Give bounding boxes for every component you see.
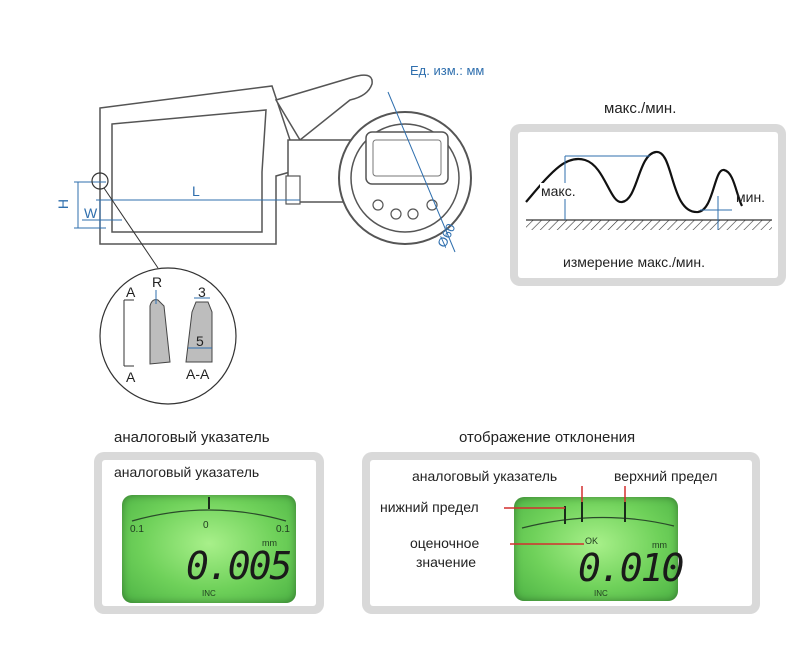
detail-circle bbox=[99, 267, 237, 405]
dial-display bbox=[365, 131, 449, 185]
deviation-upper-label: верхний предел bbox=[614, 468, 718, 484]
analog-unit: mm bbox=[262, 538, 277, 548]
deviation-unit: mm bbox=[652, 540, 667, 550]
maxmin-max-label: макс. bbox=[540, 183, 577, 199]
deviation-lcd bbox=[514, 497, 678, 601]
analog-reading: 0.005 bbox=[186, 544, 292, 588]
units-label: Ед. изм.: мм bbox=[410, 63, 485, 78]
dial-button-2 bbox=[407, 208, 419, 220]
analog-mode: INC bbox=[202, 589, 216, 598]
detail-dim3: 3 bbox=[198, 284, 206, 300]
deviation-leaders bbox=[504, 486, 675, 545]
deviation-ok: OK bbox=[585, 536, 599, 546]
dim-h-label: H bbox=[55, 198, 72, 210]
detail-section-label: A-A bbox=[186, 366, 210, 382]
dim-w-label: W bbox=[84, 205, 98, 221]
detail-a-top: A bbox=[126, 284, 136, 300]
deviation-value-label-1: оценочное bbox=[410, 535, 480, 551]
maxmin-panel bbox=[510, 124, 786, 286]
detail-a-bottom: A bbox=[126, 369, 136, 385]
analog-lcd-scale bbox=[131, 497, 287, 522]
analog-scale-right: 0.1 bbox=[276, 524, 290, 535]
maxmin-ground-hatch bbox=[526, 220, 772, 230]
analog-scale-left: 0.1 bbox=[130, 524, 144, 535]
maxmin-title: макс./мин. bbox=[604, 100, 677, 117]
deviation-mode: INC bbox=[594, 589, 608, 598]
maxmin-wave bbox=[525, 150, 743, 214]
deviation-reading: 0.010 bbox=[578, 546, 684, 590]
maxmin-graph bbox=[525, 150, 772, 230]
caliper-frame bbox=[99, 85, 291, 245]
caliper-lever bbox=[274, 74, 373, 142]
analog-lcd bbox=[122, 495, 296, 603]
deviation-value-label-2: значение bbox=[416, 554, 477, 570]
dial-button-1 bbox=[390, 208, 402, 220]
deviation-analog-label: аналоговый указатель bbox=[412, 468, 558, 484]
dim-l-label: L bbox=[192, 183, 200, 199]
detail-dim5: 5 bbox=[196, 333, 204, 349]
analog-inner-label: аналоговый указатель bbox=[114, 464, 260, 480]
maxmin-caption: измерение макс./мин. bbox=[563, 254, 705, 270]
analog-title: аналоговый указатель bbox=[114, 429, 270, 446]
dial-button-left bbox=[372, 199, 384, 211]
deviation-title: отображение отклонения bbox=[459, 429, 636, 446]
deviation-lower-label: нижний предел bbox=[380, 499, 479, 515]
detail-marker bbox=[91, 172, 109, 190]
analog-scale-center: 0 bbox=[203, 520, 209, 531]
detail-r-label: R bbox=[152, 274, 163, 290]
maxmin-min-label: мин. bbox=[736, 189, 766, 205]
